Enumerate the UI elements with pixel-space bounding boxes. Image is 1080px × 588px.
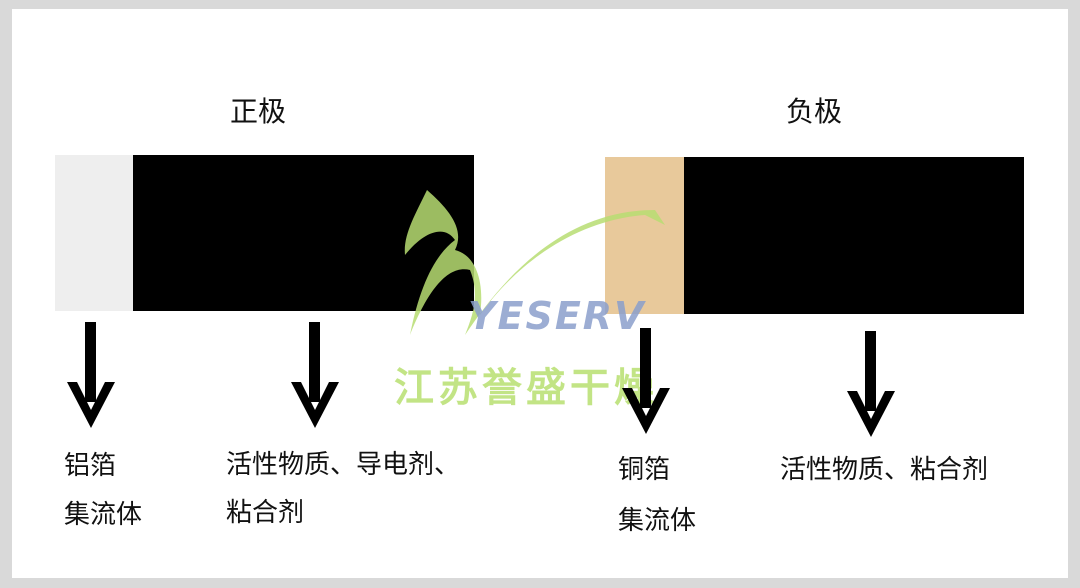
yeserv-logo-swoosh (404, 190, 665, 335)
negative-collector-label: 集流体 (618, 506, 697, 536)
positive-binder-label: 粘合剂 (226, 498, 305, 528)
down-arrow-icon (622, 328, 670, 434)
positive-active-label: 活性物质、导电剂、 (226, 450, 461, 480)
negative-active-label: 活性物质、粘合剂 (780, 455, 989, 485)
down-arrow-icon (291, 322, 339, 428)
aluminum-foil-label: 铝箔 (64, 451, 117, 481)
negative-electrode-title: 负极 (786, 95, 843, 128)
copper-foil-label: 铜箔 (618, 455, 671, 485)
down-arrow-icon (847, 331, 895, 437)
copper-foil-collector (605, 157, 684, 314)
negative-active-layer (684, 157, 1024, 314)
watermark-brand: YESERV (468, 294, 646, 338)
aluminum-foil-collector (55, 155, 133, 311)
down-arrow-icon (67, 322, 115, 428)
positive-collector-label: 集流体 (64, 500, 143, 530)
watermark-company: 江苏誉盛干燥 (394, 365, 658, 411)
positive-electrode-title: 正极 (230, 95, 287, 128)
